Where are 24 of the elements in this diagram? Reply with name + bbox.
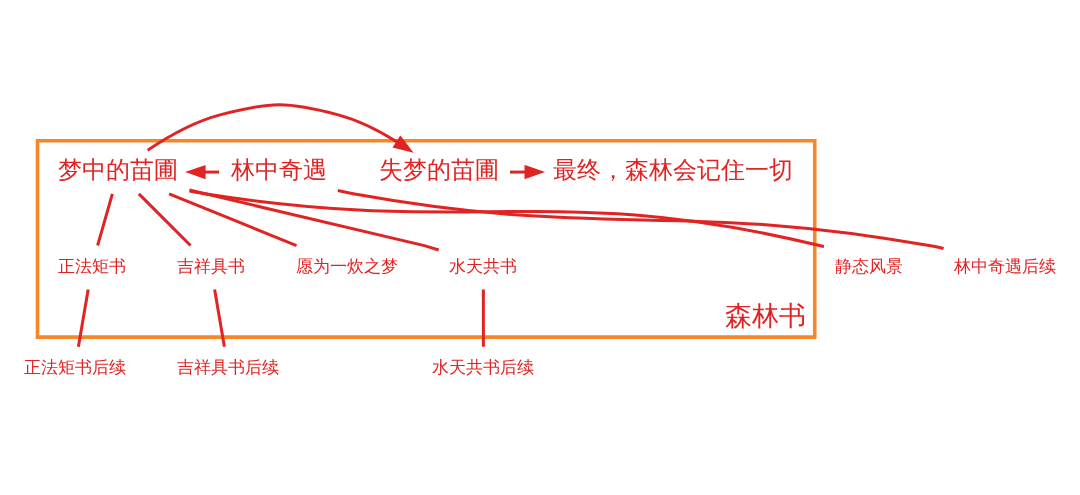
connector — [96, 193, 114, 246]
arrow — [146, 103, 414, 153]
node-text: 愿为一炊之梦 — [296, 255, 399, 276]
node-text: 吉祥具书 — [177, 255, 246, 276]
node-text: 静态风景 — [834, 255, 903, 276]
node-text: 林中奇遇 — [230, 156, 327, 185]
connector — [168, 192, 298, 247]
connector — [213, 289, 226, 347]
node-text: 失梦的苗圃 — [378, 156, 499, 185]
node-text: 水天共书后续 — [432, 356, 535, 377]
connector — [189, 189, 825, 249]
arrow — [510, 164, 546, 180]
node-text: 水天共书 — [449, 255, 518, 276]
connector — [189, 188, 440, 252]
node-text: 林中奇遇后续 — [954, 255, 1057, 276]
node-text: 正法矩书 — [57, 255, 126, 276]
connector — [137, 192, 192, 247]
node-text: 梦中的苗圃 — [58, 156, 179, 185]
node-text: 吉祥具书后续 — [176, 356, 279, 377]
connector — [481, 289, 485, 347]
connector — [337, 189, 944, 250]
node-text: 最终，森林会记住一切 — [552, 156, 793, 185]
connector — [76, 289, 90, 347]
node-text: 正法矩书后续 — [23, 356, 126, 377]
